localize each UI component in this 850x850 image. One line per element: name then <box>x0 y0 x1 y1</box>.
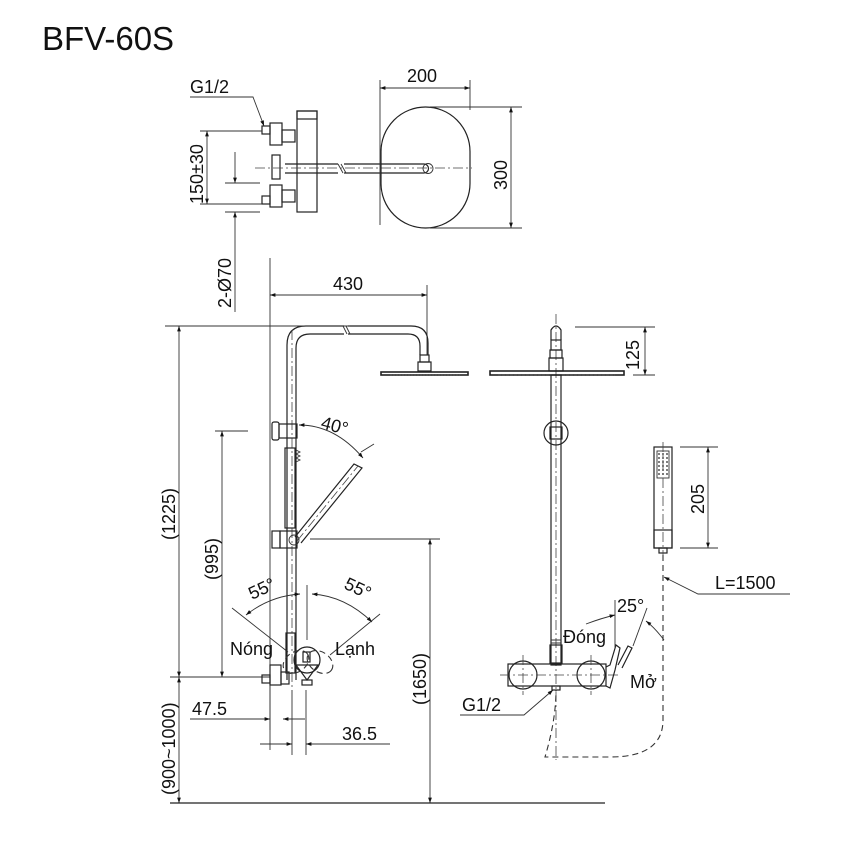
side-cold-angle: 55° <box>341 573 374 603</box>
side-height-900-1000: (900~1000) <box>159 702 179 795</box>
side-view: 430 <box>159 258 605 804</box>
side-valve <box>261 632 334 686</box>
side-wall-offset: 47.5 <box>192 699 227 719</box>
top-head-depth: 300 <box>491 160 511 190</box>
side-valve-offset: 36.5 <box>342 724 377 744</box>
top-inlet-spacing: 150±30 <box>187 144 207 204</box>
top-head-outline <box>380 106 471 229</box>
side-hot-label: Nóng <box>230 639 273 659</box>
front-open-label: Mở <box>630 672 657 692</box>
model-title: BFV-60S <box>42 20 174 57</box>
side-height-995: (995) <box>202 538 222 580</box>
front-hand-shower <box>653 442 673 555</box>
top-head-width: 200 <box>407 66 437 86</box>
front-outlet-label: G1/2 <box>462 695 501 715</box>
front-valve <box>500 644 633 695</box>
front-hose-length: L=1500 <box>715 573 776 593</box>
top-flange-label: 2-Ø70 <box>215 258 235 308</box>
front-head-drop: 125 <box>623 340 643 370</box>
front-hand-shower-length: 205 <box>688 484 708 514</box>
top-view: G1/2 150±30 2-Ø70 <box>187 66 522 312</box>
side-cold-label: Lạnh <box>335 639 375 659</box>
front-lever-angle: 25° <box>617 596 644 616</box>
top-inlet-label: G1/2 <box>190 77 229 97</box>
front-hose <box>544 555 664 758</box>
side-riser <box>271 325 469 690</box>
side-head-angle: 40° <box>319 413 350 439</box>
side-height-1225: (1225) <box>159 488 179 540</box>
front-riser <box>489 314 625 760</box>
front-closed-label: Đóng <box>563 627 606 647</box>
top-valve-body <box>255 110 472 213</box>
front-view: 125 205 L=1500 <box>460 314 790 760</box>
side-arm-reach: 430 <box>333 274 363 294</box>
side-height-1650: (1650) <box>410 653 430 705</box>
